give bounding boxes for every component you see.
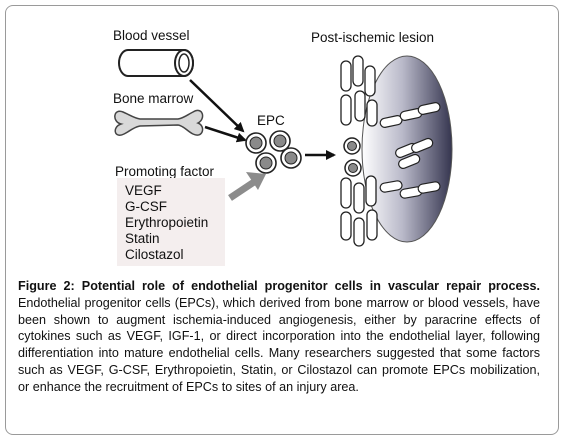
- figure-caption: Figure 2: Potential role of endothelial …: [18, 278, 540, 396]
- factor-item: Erythropoietin: [125, 215, 209, 230]
- promoting-factor-label: Promoting factor: [115, 164, 215, 179]
- epc-cell: [255, 152, 277, 174]
- factor-item: G-CSF: [125, 199, 167, 214]
- bone-marrow-label: Bone marrow: [113, 91, 194, 106]
- epc-cell: [245, 132, 267, 154]
- blood-vessel-label: Blood vessel: [113, 28, 190, 43]
- incorporated-epc-cells: [343, 137, 362, 177]
- caption-body: Endothelial progenitor cells (EPCs), whi…: [18, 295, 540, 394]
- promoting-factor-box: VEGF G-CSF Erythropoietin Statin Cilosta…: [117, 178, 225, 266]
- factor-item: Cilostazol: [125, 247, 184, 262]
- diagram-illustration: Blood vessel Bone marrow Promoting facto…: [113, 28, 453, 247]
- factor-item: Statin: [125, 231, 160, 246]
- epc-cell: [280, 147, 302, 169]
- promoting-factor-arrow: [228, 172, 266, 201]
- epc-cell: [269, 130, 291, 152]
- figure-frame: [5, 5, 559, 435]
- epc-cells: [245, 130, 302, 174]
- capillary-cells: [379, 102, 441, 199]
- factor-item: VEGF: [125, 183, 162, 198]
- bone-icon: [114, 109, 204, 136]
- blood-vessel-icon: [118, 49, 194, 77]
- caption-title: Figure 2: Potential role of endothelial …: [18, 279, 540, 293]
- endothelial-layer: [340, 55, 378, 247]
- epc-label: EPC: [257, 113, 285, 128]
- vessel-to-epc-arrow: [189, 79, 245, 133]
- marrow-to-epc-arrow: [204, 125, 247, 143]
- lesion-label: Post-ischemic lesion: [311, 30, 434, 45]
